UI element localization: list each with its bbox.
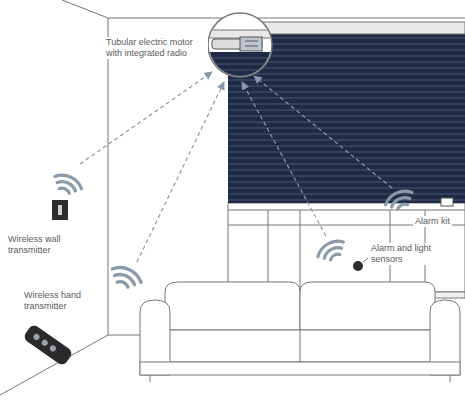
roller-blind-part-part (228, 86, 465, 87)
sofa-part (165, 282, 300, 330)
roller-blind-part-part (228, 182, 465, 183)
roller-blind-part-part (228, 188, 465, 189)
motor-callout (205, 13, 275, 82)
light-sensor-part (353, 261, 363, 271)
sofa (140, 282, 460, 382)
window-frame-part (300, 210, 301, 292)
roller-blind-part-part (228, 170, 465, 171)
roller-blind-part-part (228, 134, 465, 135)
light-sensor-part (363, 258, 368, 262)
room-walls-part (108, 18, 109, 335)
roller-blind-part-part (228, 104, 465, 105)
window-frame-part (268, 210, 269, 292)
motor-callout-part (205, 30, 275, 82)
wall-transmitter-part (52, 200, 68, 220)
roller-blind-part-part (228, 110, 465, 111)
hand-transmitter-part (49, 344, 57, 352)
motor-callout-part-part (245, 41, 258, 42)
sofa-part (300, 282, 435, 330)
part-label: Wireless hand transmitter (22, 290, 96, 312)
part-label: Alarm and light sensors (369, 243, 451, 265)
radio-waves-part (383, 187, 416, 213)
roller-blind-part-part (228, 74, 465, 75)
roller-blind-part-part (228, 140, 465, 141)
radio-signal-arrows-part (242, 82, 326, 236)
sofa-part (150, 375, 151, 382)
radio-signal-arrows (80, 72, 392, 262)
roller-blind-part-part (228, 176, 465, 177)
motor-callout-part-part (205, 52, 275, 82)
alarm-kit-part (441, 198, 453, 206)
motor-callout-part-part (205, 70, 275, 71)
roller-blind-part-part (228, 158, 465, 159)
wall-transmitter-part (58, 205, 62, 215)
motor-callout-part-part (240, 37, 262, 51)
light-sensor (353, 258, 368, 271)
radio-waves-part (51, 171, 84, 197)
wall-transmitter (52, 200, 68, 220)
radio-waves-part (108, 263, 144, 291)
roller-blind-part-part (228, 200, 465, 201)
roller-blind-part-part (228, 164, 465, 165)
room-walls-part (108, 335, 145, 336)
hand-transmitter-part (22, 323, 73, 366)
radio-signal-arrows-part (137, 82, 224, 262)
sofa-part (155, 330, 445, 362)
hand-transmitter (22, 323, 73, 366)
room-walls-part (108, 18, 465, 19)
radio-waves-part (315, 237, 348, 265)
window-frame-part (228, 203, 465, 292)
part-label: Wireless wall transmitter (6, 234, 82, 256)
motor-callout-part-part (205, 64, 275, 65)
motor-callout-part-part (245, 46, 258, 47)
window-frame-part (228, 210, 465, 211)
sofa-part (140, 362, 460, 375)
sofa-part (300, 330, 301, 362)
part-label: Tubular electric motor with integrated r… (104, 37, 208, 59)
roller-blind-part-part (228, 128, 465, 129)
roller-blind-part-part (228, 98, 465, 99)
alarm-kit (441, 198, 453, 206)
roller-blind-part-part (228, 80, 465, 81)
radio-signal-arrows-part (80, 72, 212, 164)
roller-blind-part-part (228, 146, 465, 147)
sofa-part (450, 375, 451, 382)
hand-transmitter-part (41, 339, 49, 347)
motor-callout-part-part (205, 58, 275, 59)
roller-blind-part-part (228, 116, 465, 117)
radio-waves (51, 171, 416, 291)
room-walls-part (62, 0, 108, 18)
hand-transmitter-part (32, 333, 40, 341)
roller-blind-part-part (228, 92, 465, 93)
part-label: Alarm kit (413, 216, 452, 227)
radio-signal-arrows-part (254, 76, 392, 188)
roller-blind-part-part (228, 194, 465, 195)
